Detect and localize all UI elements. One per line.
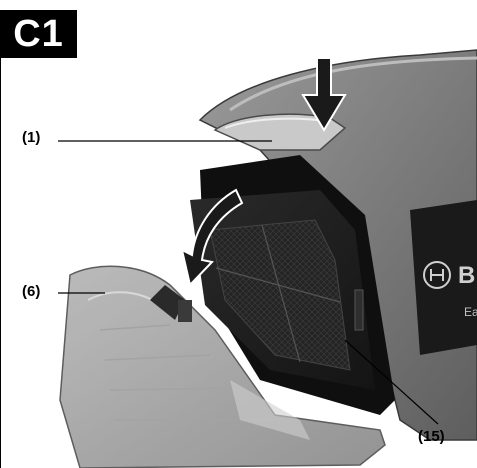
callout-part-6: (6) <box>22 283 41 300</box>
callout-part-1: (1) <box>22 129 41 146</box>
rotate-arrow-icon <box>180 188 244 288</box>
brand-text: Ea <box>464 305 477 319</box>
callout-part-15: (15) <box>418 428 445 445</box>
figure-badge: C1 <box>0 10 77 58</box>
brand-logo-icon <box>423 261 451 289</box>
dust-bin <box>59 265 386 468</box>
press-arrow-icon <box>301 57 347 132</box>
brand-mark-text: B <box>458 262 475 289</box>
